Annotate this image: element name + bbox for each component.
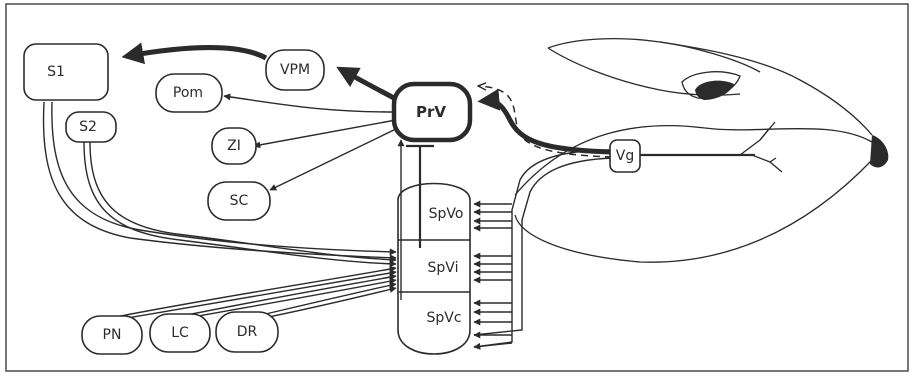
pom-label: Pom — [173, 85, 203, 101]
zi-label: ZI — [227, 138, 241, 154]
s2-label: S2 — [79, 119, 97, 135]
rat-nose — [870, 135, 888, 167]
s1-label: S1 — [47, 64, 65, 80]
s1-node — [24, 44, 108, 100]
primary-afferent-tracts — [474, 150, 612, 347]
spvi-label: SpVi — [428, 260, 459, 276]
prv-label: PrV — [416, 103, 446, 121]
dr-label: DR — [237, 324, 258, 340]
spvc-label: SpVc — [426, 310, 461, 326]
vg-label: Vg — [616, 148, 634, 164]
vpm-label: VPM — [280, 62, 310, 78]
sc-label: SC — [230, 193, 249, 209]
lc-label: LC — [171, 325, 189, 341]
spvo-label: SpVo — [429, 206, 464, 222]
pn-label: PN — [103, 327, 122, 343]
rat-eye — [695, 81, 734, 100]
